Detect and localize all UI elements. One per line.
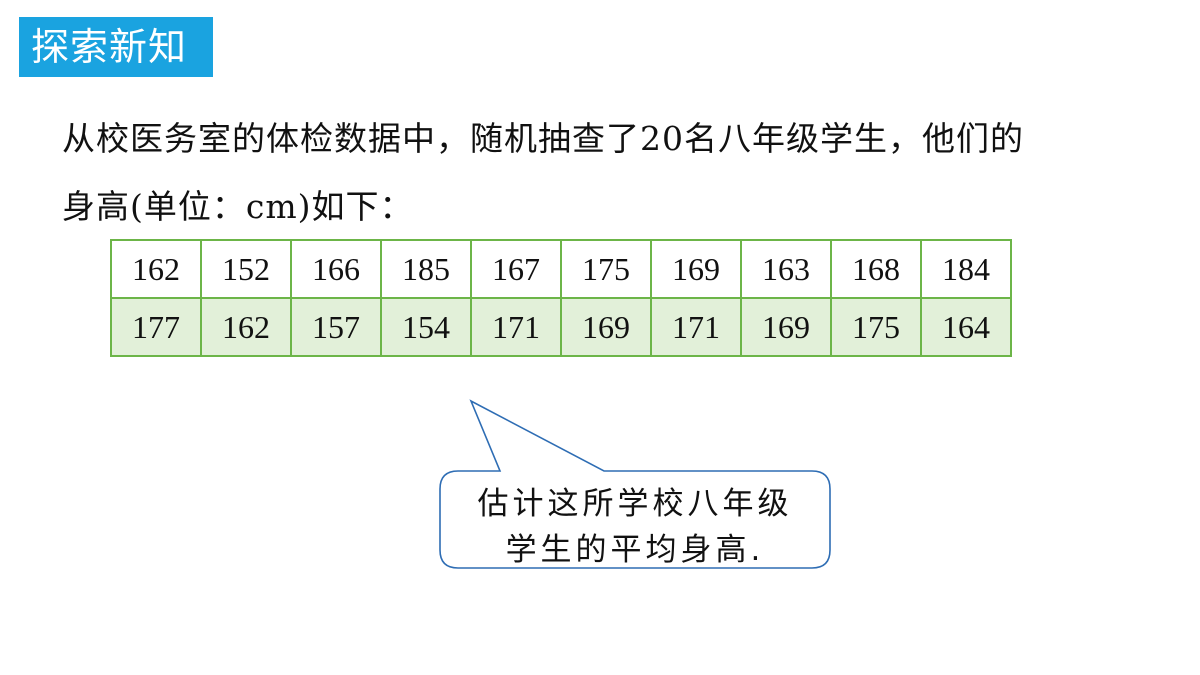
table-cell: 169 bbox=[560, 297, 652, 357]
table-cell: 164 bbox=[920, 297, 1012, 357]
table-cell: 175 bbox=[560, 239, 652, 299]
table-row: 162 152 166 185 167 175 169 163 168 184 bbox=[110, 239, 1012, 299]
table-cell: 175 bbox=[830, 297, 922, 357]
section-badge: 探索新知 bbox=[19, 17, 213, 77]
table-cell: 152 bbox=[200, 239, 292, 299]
table-cell: 171 bbox=[650, 297, 742, 357]
height-data-table: 162 152 166 185 167 175 169 163 168 184 … bbox=[110, 239, 1012, 357]
callout-line-2: 学生的平均身高. bbox=[505, 532, 765, 568]
table-cell: 169 bbox=[650, 239, 742, 299]
table-row: 177 162 157 154 171 169 171 169 175 164 bbox=[110, 297, 1012, 357]
table-cell: 168 bbox=[830, 239, 922, 299]
speech-bubble-shape bbox=[439, 399, 831, 569]
intro-line-1: 从校医务室的体检数据中，随机抽查了20名八年级学生，他们的 bbox=[62, 119, 1024, 158]
table-cell: 177 bbox=[110, 297, 202, 357]
intro-line-2: 身高(单位：cm)如下： bbox=[62, 187, 414, 226]
table-cell: 162 bbox=[200, 297, 292, 357]
table-cell: 166 bbox=[290, 239, 382, 299]
callout-line-1: 估计这所学校八年级 bbox=[477, 486, 793, 522]
table-cell: 185 bbox=[380, 239, 472, 299]
table-cell: 169 bbox=[740, 297, 832, 357]
table-cell: 163 bbox=[740, 239, 832, 299]
table-cell: 157 bbox=[290, 297, 382, 357]
table-cell: 154 bbox=[380, 297, 472, 357]
table-cell: 184 bbox=[920, 239, 1012, 299]
table-cell: 167 bbox=[470, 239, 562, 299]
table-cell: 162 bbox=[110, 239, 202, 299]
table-cell: 171 bbox=[470, 297, 562, 357]
